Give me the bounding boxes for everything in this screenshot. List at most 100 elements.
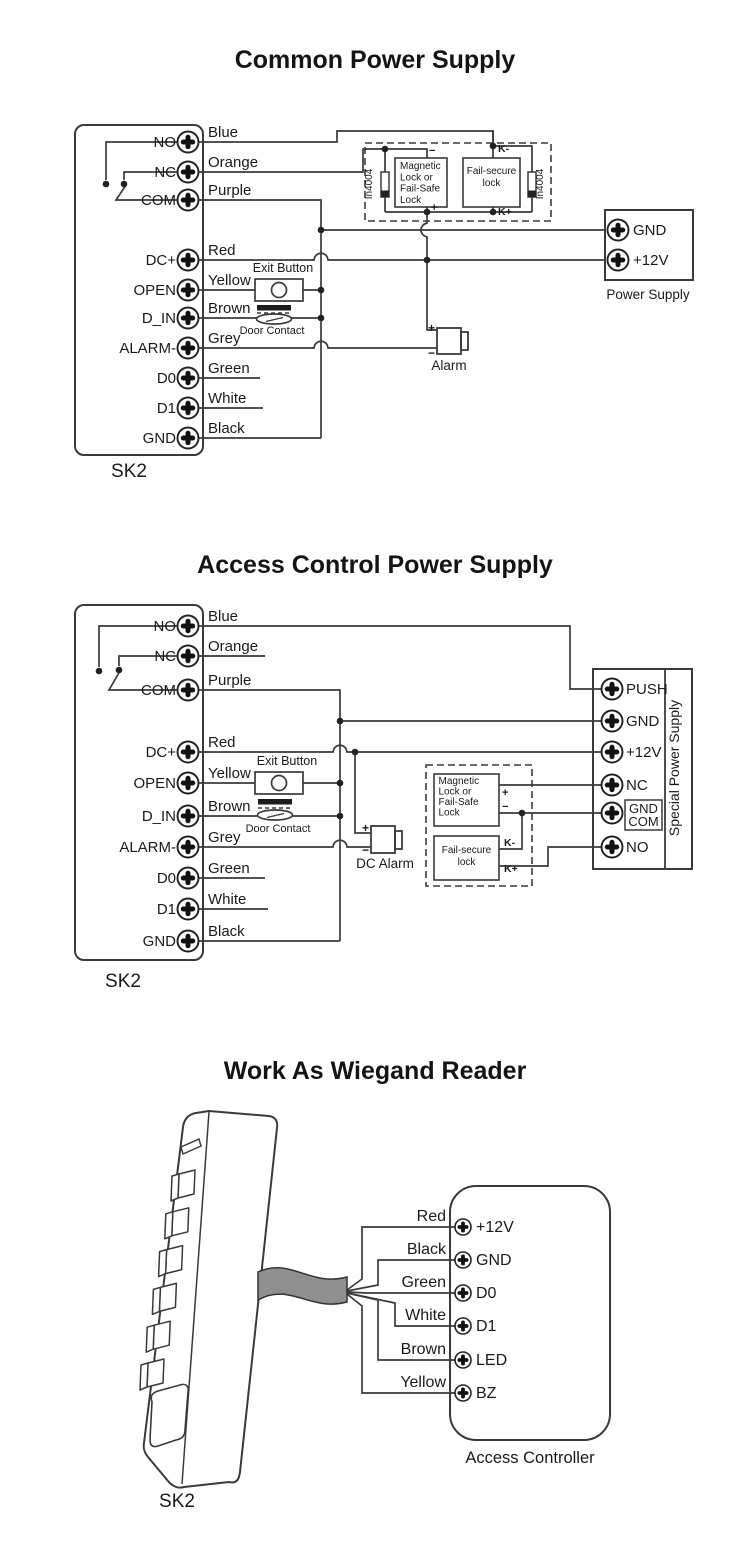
junction-dot (317, 314, 325, 322)
screw-terminal-icon (176, 897, 200, 921)
junction-dot (336, 717, 344, 725)
keypad-key (146, 1358, 165, 1388)
keypad-key-side (151, 1286, 162, 1316)
wire-purple-trunk-2 (199, 689, 341, 941)
junction-dot (518, 809, 526, 817)
s2-pin-label: D0 (157, 870, 176, 887)
lock-kplus-mark: K+ (498, 206, 512, 218)
special-supply-pin-label: PUSH (626, 681, 668, 698)
junction-dot (381, 145, 389, 153)
lock-kminus-mark: K- (504, 837, 516, 849)
junction-dot (95, 667, 103, 675)
access-controller-label: Access Controller (465, 1449, 595, 1467)
magnetic-lock-text: Lock or (439, 787, 472, 798)
s3-wire-color-label: Yellow (400, 1374, 446, 1391)
gnd-com-pin-label: COM (628, 814, 658, 829)
s2-wire-color-label: Green (208, 860, 250, 877)
special-supply-pin-label: NC (626, 777, 648, 794)
lock-wiring-2 (499, 784, 601, 867)
screw-terminal-icon (176, 644, 200, 668)
screw-terminal-icon (600, 740, 624, 764)
diode-left-1 (380, 171, 390, 198)
s1-wire-color-label: Green (208, 360, 250, 377)
fail-secure-lock-text: Fail-secure (442, 845, 492, 856)
controller-pin-label: BZ (476, 1385, 497, 1402)
magnetic-lock-box-1 (394, 157, 448, 208)
s1-wire-color-label: Grey (208, 330, 241, 347)
screw-terminal-icon (176, 278, 200, 302)
keypad-key (177, 1169, 196, 1199)
wire-dc-alarm-feed-2 (354, 752, 371, 834)
wire-lock-positive-1 (420, 212, 437, 331)
junction-dot (120, 180, 128, 188)
junction-dot (489, 208, 497, 216)
s1-wire-color-label: Orange (208, 154, 258, 171)
gnd-com-pin-box (624, 799, 663, 831)
s2-pin-label: ALARM- (119, 839, 176, 856)
keypad-key-side (170, 1173, 180, 1202)
screw-terminal-icon (176, 306, 200, 330)
junction-dot (317, 226, 325, 234)
door-contact-blade-1 (265, 316, 284, 323)
s1-diagram (74, 124, 694, 456)
fail-secure-lock-text: lock (458, 857, 477, 868)
s2-pin-label: DC+ (146, 744, 177, 761)
junction-dot (317, 286, 325, 294)
s1-wire-color-label: Black (208, 420, 245, 437)
door-contact-label-1: Door Contact (239, 325, 305, 337)
lock-minus-mark: − (429, 145, 435, 157)
screw-terminal-icon (176, 740, 200, 764)
wire-grey-2 (199, 839, 371, 848)
keypad-key-side (139, 1362, 149, 1391)
screw-terminal-icon (600, 677, 624, 701)
screw-terminal-icon (454, 1317, 472, 1335)
s2-wire-color-label: Yellow (208, 765, 251, 782)
wire-red-2 (199, 744, 601, 753)
s3-diagram (139, 1110, 611, 1489)
exit-button-label-2: Exit Button (256, 754, 318, 768)
s1-pin-label: D0 (157, 370, 176, 387)
section2-title: Access Control Power Supply (197, 551, 553, 579)
s1-pin-label: D_IN (142, 310, 176, 327)
s2-pin-label: COM (141, 682, 176, 699)
s1-pin-label: COM (141, 192, 176, 209)
section3-title: Work As Wiegand Reader (223, 1057, 527, 1085)
controller-pin-label: LED (476, 1352, 507, 1369)
s1-pin-label: OPEN (133, 282, 176, 299)
s1-pin-label: NO (154, 134, 177, 151)
diode-label: In4004 (535, 168, 546, 199)
s2-wire-color-label: Purple (208, 672, 251, 689)
lock-minus-mark: − (502, 801, 508, 813)
keypad-keys (139, 1169, 196, 1391)
exit-button-box-1 (254, 278, 304, 302)
magnetic-lock-text: Fail-Safe (439, 797, 479, 808)
screw-terminal-icon (176, 160, 200, 184)
s1-wire-color-label: Red (208, 242, 236, 259)
device-label-sk2-2: SK2 (105, 971, 141, 992)
power-supply-box (604, 209, 694, 281)
wire-yellow-3 (346, 1293, 455, 1394)
door-contact-magnet-1 (257, 305, 291, 311)
screw-terminal-icon (600, 835, 624, 859)
s1-pin-label: GND (143, 430, 177, 447)
magnetic-lock-box-2 (433, 773, 500, 827)
s2-pin-label: NO (154, 618, 177, 635)
exit-button-circle-2 (270, 774, 288, 792)
s2-wire-color-label: Brown (208, 798, 251, 815)
s1-pin-label: NC (154, 164, 176, 181)
alarm-label: Alarm (431, 358, 467, 373)
dc-alarm-minus-mark: − (362, 843, 369, 857)
s3-wire-color-label: Brown (401, 1341, 446, 1358)
door-contact-blade-2 (266, 812, 285, 819)
exit-button-circle-1 (270, 281, 288, 299)
section1-title: Common Power Supply (234, 46, 516, 74)
controller-pin-label: +12V (476, 1219, 514, 1236)
s2-wire-color-label: Grey (208, 829, 241, 846)
special-supply-rotated-label: Special Power Supply (666, 700, 682, 836)
keypad-bottom-key (149, 1383, 189, 1448)
junction-dot (489, 142, 497, 150)
dc-alarm-label: DC Alarm (356, 856, 414, 871)
screw-terminal-icon (176, 614, 200, 638)
screw-terminal-icon (176, 929, 200, 953)
